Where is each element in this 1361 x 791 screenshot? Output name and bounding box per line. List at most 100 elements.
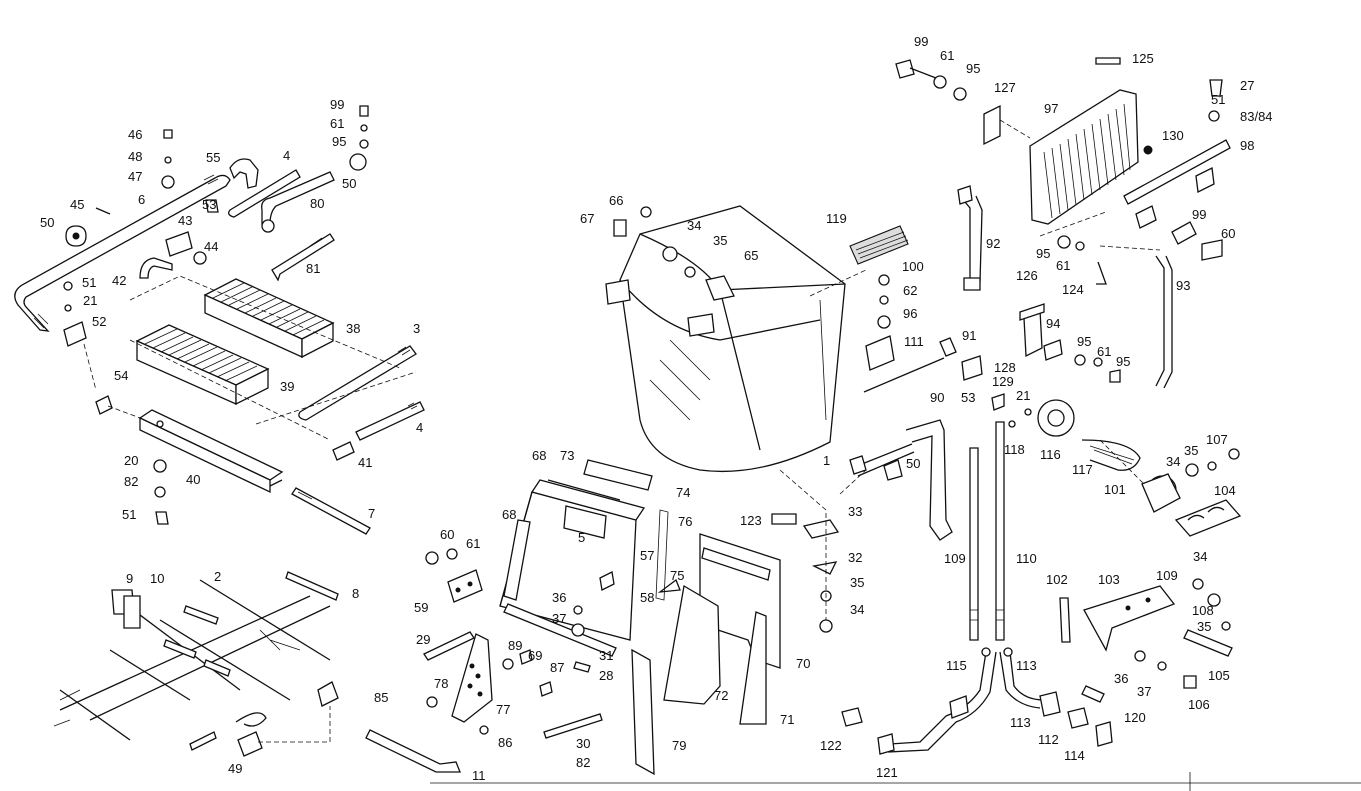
callout-110: 111 — [904, 334, 924, 349]
callout-60: 60 — [440, 527, 454, 542]
callout-125: 126 — [1016, 268, 1038, 283]
callout-71: 72 — [714, 688, 728, 703]
callout-9: 9 — [126, 571, 133, 586]
left-dashed-leaders — [83, 275, 417, 441]
callout-49: 49 — [228, 761, 242, 776]
callout-117: 118 — [1004, 442, 1025, 457]
tube-7 — [291, 487, 371, 535]
bar-11 — [365, 729, 461, 773]
gasket-72-73 — [547, 459, 653, 501]
callout-54: 54 — [114, 368, 128, 383]
callout-52: 52 — [92, 314, 106, 329]
filter-118 — [849, 225, 909, 265]
callout-20: 20 — [124, 453, 138, 468]
callout-46: 46 — [128, 127, 142, 142]
callout-36: 36 — [1114, 671, 1128, 686]
tube-3 — [298, 345, 417, 421]
wiring-harness — [53, 571, 339, 757]
callout-53: 53 — [202, 197, 216, 212]
callout-59: 59 — [414, 600, 428, 615]
callout-95: 95 — [1036, 246, 1050, 261]
callout-3: 3 — [413, 321, 420, 336]
flap-29 — [423, 631, 475, 661]
hose-42 — [139, 257, 173, 279]
callout-62: 65 — [744, 248, 758, 263]
condenser-96 — [1029, 89, 1139, 225]
callout-101: 102 — [1046, 572, 1068, 587]
callout-4: 4 — [416, 420, 423, 435]
callout-35: 35 — [1184, 443, 1198, 458]
callout-50: 50 — [906, 456, 920, 471]
callout-8: 8 — [352, 586, 359, 601]
callout-106: 107 — [1206, 432, 1228, 447]
callout-95: 95 — [332, 134, 346, 149]
elbow-55 — [229, 158, 259, 189]
callout-67: 68 — [502, 507, 516, 522]
callout-5: 5 — [578, 530, 585, 545]
callout-121: 122 — [820, 738, 842, 753]
air-box-5 — [499, 479, 646, 641]
fasteners-32-35-34 — [771, 469, 840, 633]
callout-129: 130 — [1162, 128, 1184, 143]
heater-core-39 — [135, 324, 270, 406]
callout-116: 117 — [1072, 462, 1093, 477]
callout-32: 32 — [848, 550, 862, 565]
callout-51: 51 — [1211, 92, 1225, 107]
callout-99: 100 — [902, 259, 924, 274]
bracket-97 — [1123, 139, 1231, 229]
callout-85: 86 — [498, 735, 512, 750]
callout-109: 109 — [944, 551, 966, 566]
callout-87: 89 — [508, 638, 522, 653]
callout-36: 36 — [552, 590, 566, 605]
callout-38: 38 — [346, 321, 360, 336]
callout-21: 21 — [1016, 388, 1030, 403]
callout-76: 77 — [496, 702, 510, 717]
callout-58: 58 — [640, 590, 654, 605]
callout-50: 50 — [342, 176, 356, 191]
callout-95: 96 — [903, 306, 917, 321]
callout-6: 6 — [138, 192, 145, 207]
callout-61: 61 — [1097, 344, 1111, 359]
callout-112: 113 — [1016, 658, 1037, 673]
callout-34: 34 — [1193, 549, 1207, 564]
strip-37-31 — [503, 603, 617, 657]
callout-102: 103 — [1098, 572, 1120, 587]
callout-37: 37 — [1137, 684, 1151, 699]
callout-126: 127 — [994, 80, 1016, 95]
callout-34: 34 — [687, 218, 701, 233]
callout-79: 80 — [310, 196, 324, 211]
clip-50-left — [65, 225, 87, 247]
callout-50: 50 — [40, 215, 54, 230]
callout-31: 31 — [599, 648, 613, 663]
grille-76-77 — [426, 633, 493, 735]
callout-70: 71 — [780, 712, 794, 727]
pipe-80 — [271, 233, 335, 282]
callout-68: 68 — [532, 448, 546, 463]
callout-33: 33 — [848, 504, 862, 519]
callout-51: 51 — [82, 275, 96, 290]
hose-79 — [261, 171, 335, 233]
callout-113: 114 — [1064, 748, 1085, 763]
callout-94: 95 — [1116, 354, 1130, 369]
callout-83-84: 85 — [374, 690, 388, 705]
evap-valve-parts — [863, 274, 1121, 393]
bracket-59 — [425, 548, 483, 603]
callout-61: 61 — [330, 116, 344, 131]
callout-10: 10 — [150, 571, 164, 586]
callout-48: 48 — [128, 149, 142, 164]
callout-103: 104 — [1214, 483, 1236, 498]
fitting-54 — [95, 395, 113, 415]
callout-60: 60 — [1221, 226, 1235, 241]
callout-1: 1 — [823, 453, 830, 468]
small-parts-center — [502, 571, 615, 739]
callout-39: 39 — [280, 379, 294, 394]
callout-114: 115 — [946, 658, 967, 673]
callout-53: 53 — [961, 390, 975, 405]
callout-28: 28 — [599, 668, 613, 683]
callout-128: 129 — [992, 374, 1014, 389]
callout-47: 47 — [128, 169, 142, 184]
valve-43-44 — [165, 231, 207, 265]
callout-55: 55 — [206, 150, 220, 165]
callout-111: 112 — [1038, 732, 1059, 747]
